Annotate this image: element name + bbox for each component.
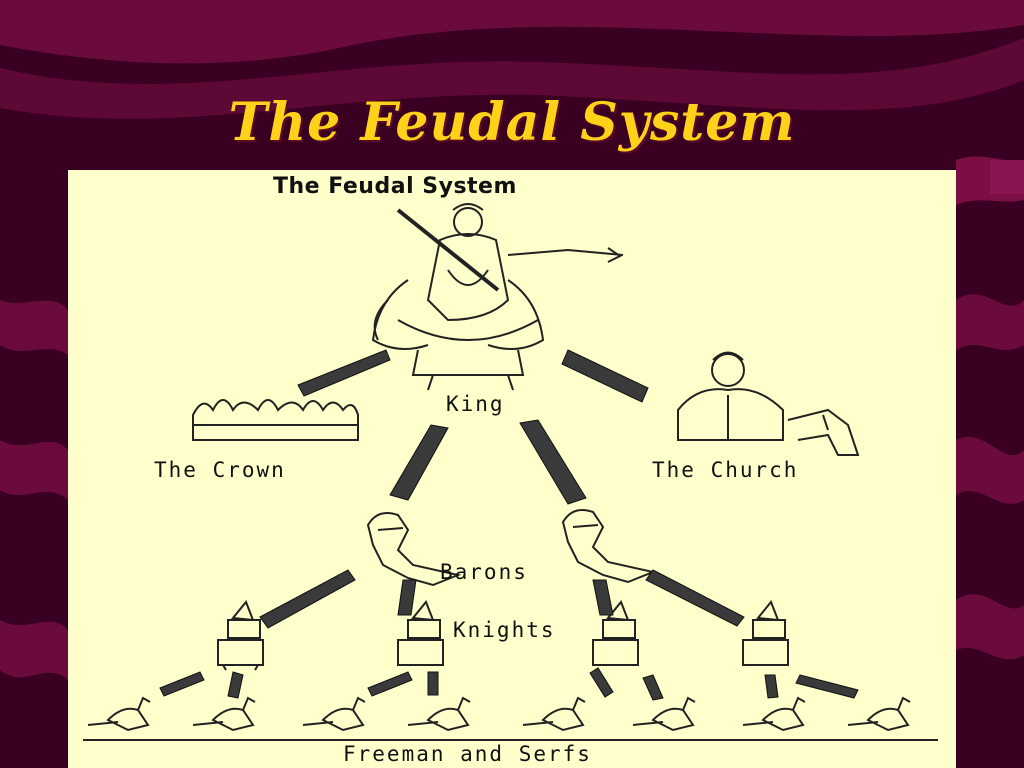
knight-figure-2 [397, 600, 444, 666]
feudal-diagram: The Feudal System King The Crown The Chu… [68, 170, 956, 768]
serf-figures [83, 696, 938, 741]
wave-right-2 [956, 294, 1024, 350]
label-barons: Barons [440, 560, 528, 584]
baron-figure-right [561, 509, 657, 584]
label-crown: The Crown [154, 458, 286, 482]
crown-figure [192, 399, 359, 441]
knight-figure-4 [742, 600, 789, 666]
knight-figure-1 [217, 600, 264, 671]
label-freemen-serfs: Freeman and Serfs [343, 742, 592, 766]
diagram-heading: The Feudal System [273, 174, 517, 199]
diagram-illustration [83, 203, 938, 741]
connectors [159, 349, 859, 701]
label-church: The Church [652, 458, 799, 482]
knight-figure-3 [592, 600, 639, 666]
baron-figure-left [366, 512, 462, 587]
label-knights: Knights [453, 618, 556, 642]
label-king: King [446, 392, 505, 416]
church-figure [677, 351, 860, 456]
wave-left-1 [0, 300, 68, 355]
wave-right-3 [956, 436, 1024, 504]
wave-top-1 [0, 0, 1024, 64]
king-figure [371, 203, 624, 391]
wave-right-4 [956, 594, 1024, 660]
wave-left-2 [0, 440, 68, 500]
wave-top-2 [0, 38, 1024, 119]
slide-title: The Feudal System [228, 92, 796, 153]
wave-left-3 [0, 620, 68, 680]
